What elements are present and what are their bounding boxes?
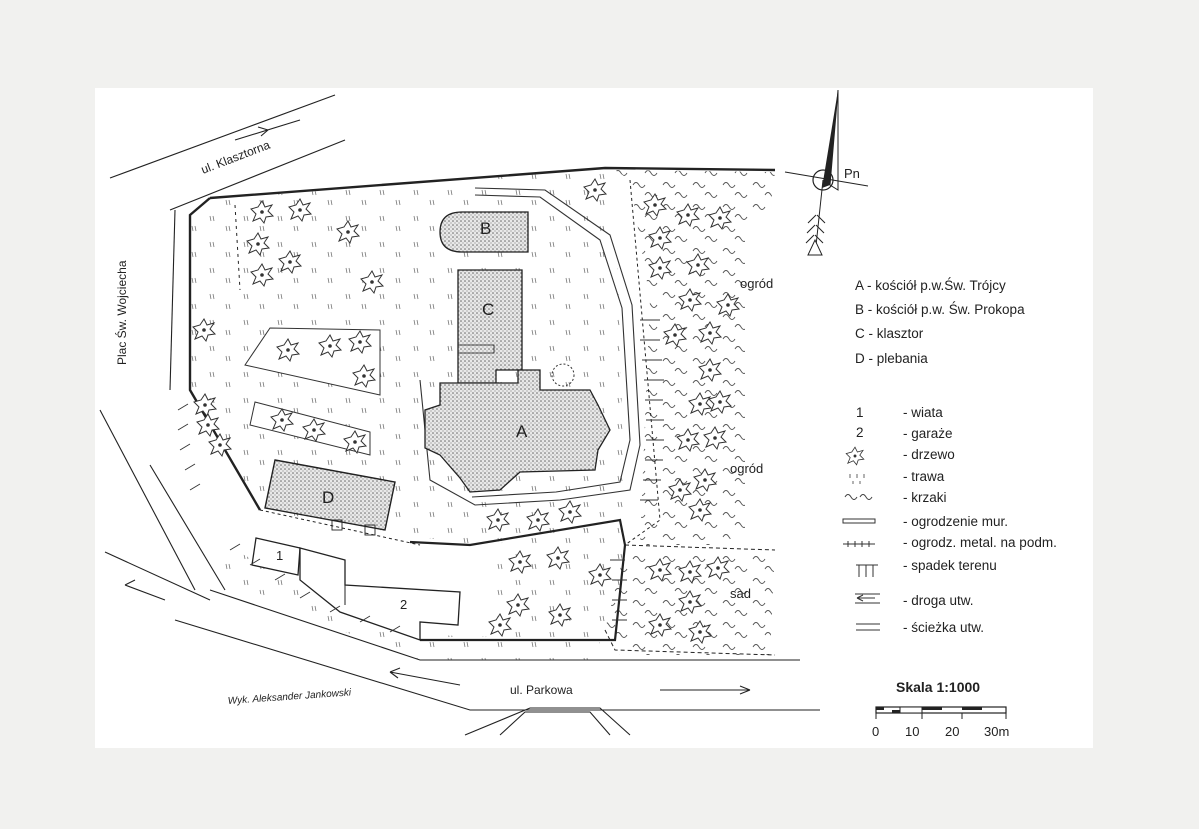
label-d: D — [322, 488, 334, 507]
path-around-church-inner — [471, 194, 631, 498]
path-icon — [856, 623, 880, 631]
grass-icon — [849, 474, 865, 484]
road-icon — [855, 593, 880, 604]
label-1: 1 — [276, 548, 283, 563]
scale-tick-0: 0 — [872, 724, 879, 739]
legend-building-b: B - kościół p.w. Św. Prokopa — [855, 302, 1025, 317]
metal-fence-icon — [843, 541, 875, 547]
legend-building-a: A - kościół p.w.Św. Trójcy — [855, 278, 1006, 293]
label-b: B — [480, 219, 491, 238]
label-c: C — [482, 300, 494, 319]
legend-droga-utw: - droga utw. — [903, 593, 974, 608]
label-a: A — [516, 422, 528, 441]
author-signature: Wyk. Aleksander Jankowski — [227, 687, 352, 707]
well-circle — [551, 363, 575, 387]
legend-drzewo: - drzewo — [903, 447, 955, 462]
path-around-church — [419, 187, 641, 506]
legend-key-2: 2 — [856, 425, 864, 440]
legend-spadek-terenu: - spadek terenu — [903, 558, 997, 573]
legend-trawa: - trawa — [903, 469, 945, 484]
legend: A - kościół p.w.Św. Trójcy B - kościół p… — [842, 278, 1057, 635]
label-sad: sad — [730, 586, 751, 601]
slope-marks — [177, 319, 664, 633]
label-ogrod-2: ogród — [730, 461, 763, 476]
legend-sciezka-utw: - ścieżka utw. — [903, 620, 984, 635]
label-2: 2 — [400, 597, 407, 612]
tree-icon — [845, 446, 865, 466]
scale-tick-30: 30m — [984, 724, 1009, 739]
north-arrow: Pn — [784, 89, 869, 256]
legend-ogrodzenie-mur: - ogrodzenie mur. — [903, 514, 1008, 529]
legend-ogrodz-metal: - ogrodz. metal. na podm. — [903, 535, 1057, 550]
legend-garaze: - garaże — [903, 426, 953, 441]
label-ogrod-1: ogród — [740, 276, 773, 291]
scale-bar: Skala 1:1000 0 10 20 30m — [872, 679, 1009, 739]
label-ul-klasztorna: ul. Klasztorna — [199, 138, 272, 177]
scale-tick-10: 10 — [905, 724, 919, 739]
label-ul-parkowa: ul. Parkowa — [510, 683, 573, 697]
wall-fence-icon — [842, 518, 876, 524]
building-2-garages — [299, 547, 461, 641]
bush-icon — [844, 494, 873, 500]
legend-krzaki: - krzaki — [903, 490, 947, 505]
streets — [99, 94, 820, 736]
scale-tick-20: 20 — [945, 724, 959, 739]
legend-wiata: - wiata — [903, 405, 943, 420]
scale-title: Skala 1:1000 — [896, 679, 980, 695]
flowerbed-upper — [244, 327, 381, 396]
slope-icon — [856, 564, 878, 577]
legend-building-d: D - plebania — [855, 351, 928, 366]
legend-key-1: 1 — [856, 405, 864, 420]
building-1-wiata — [251, 537, 301, 576]
building-b-church — [439, 211, 529, 253]
building-c-klasztor — [457, 269, 523, 384]
bush-zone — [605, 170, 775, 655]
label-plac: Plac Św. Wojciecha — [114, 260, 129, 365]
building-d-plebania — [264, 459, 396, 531]
north-label: Pn — [844, 166, 860, 181]
building-a-church — [424, 369, 611, 493]
legend-building-c: C - klasztor — [855, 326, 924, 341]
